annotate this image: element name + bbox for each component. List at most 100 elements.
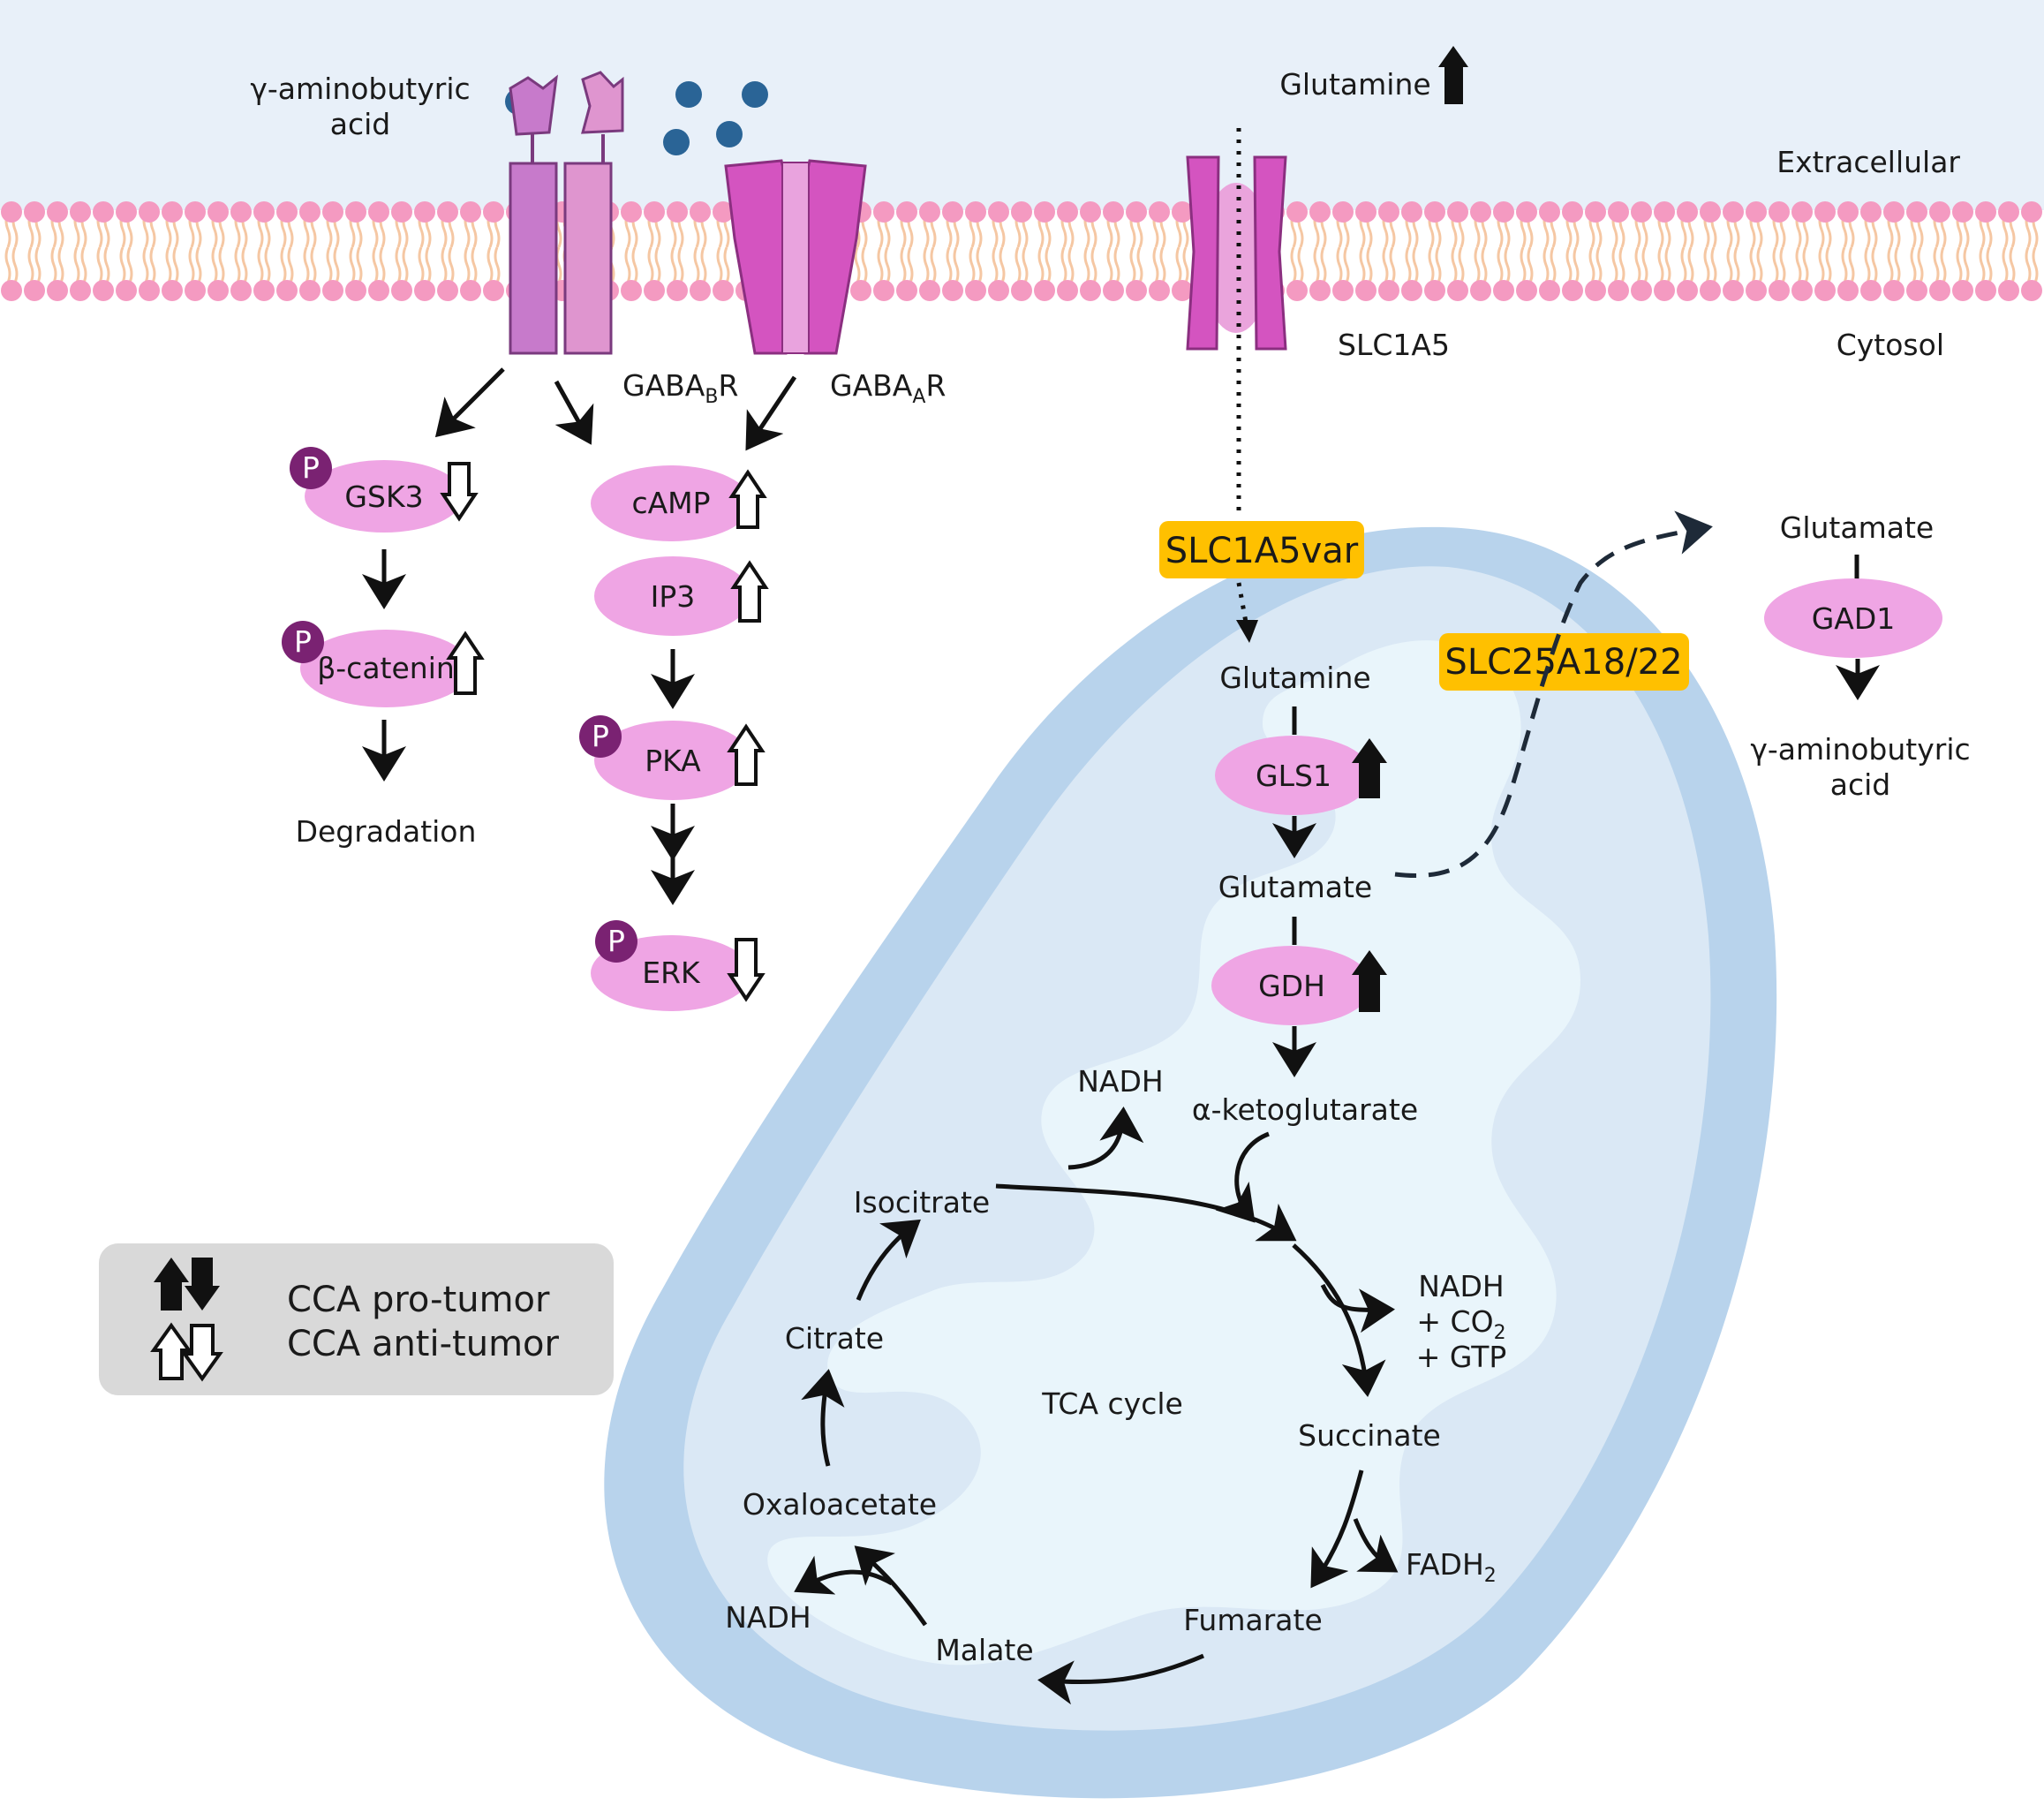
- lipid-head: [1998, 201, 2019, 223]
- lipid-head: [1837, 280, 1859, 301]
- lipid-head: [1998, 280, 2019, 301]
- lipid-head: [1975, 201, 1996, 223]
- lipid-head: [414, 280, 435, 301]
- nadh-left-label: NADH: [725, 1600, 811, 1635]
- lipid-head: [230, 280, 252, 301]
- malate-label: Malate: [935, 1633, 1033, 1667]
- tca-cycle-label: TCA cycle: [1041, 1386, 1183, 1421]
- nadh-right-line1: NADH: [1418, 1269, 1505, 1303]
- tca-cycle-arrows: [794, 1107, 1399, 1705]
- lipid-head: [207, 280, 229, 301]
- lipid-head: [460, 201, 481, 223]
- gls1-label: GLS1: [1256, 759, 1331, 793]
- lipid-head: [988, 280, 1009, 301]
- lipid-head: [2021, 201, 2042, 223]
- lipid-head: [24, 201, 45, 223]
- lipid-head: [942, 280, 963, 301]
- lipid-head: [1378, 280, 1399, 301]
- oxaloacetate-label: Oxaloacetate: [743, 1487, 937, 1522]
- glutamine-import-arrowhead: [1236, 620, 1258, 643]
- lipid-head: [1172, 280, 1193, 301]
- lipid-head: [1011, 201, 1032, 223]
- gdh-node: GDH: [1211, 946, 1372, 1025]
- lipid-head: [1493, 201, 1514, 223]
- lipid-head: [1746, 280, 1767, 301]
- lipid-head: [873, 201, 894, 223]
- lipid-head: [1149, 280, 1170, 301]
- lipid-head: [93, 280, 114, 301]
- legend-pro-tumor-label: CCA pro-tumor: [287, 1280, 550, 1320]
- gabab-pathway-arrows: [362, 367, 594, 782]
- extracellular-glutamine-label: Glutamine: [1279, 67, 1430, 102]
- mitochondrion: [604, 526, 1777, 1799]
- lipid-head: [1309, 201, 1331, 223]
- lipid-head: [1769, 280, 1790, 301]
- lipid-head: [1126, 201, 1147, 223]
- lipid-head: [368, 201, 389, 223]
- phospho-label: P: [302, 450, 320, 485]
- gad1-node: GAD1: [1764, 578, 1942, 658]
- slc1a5-transporter: SLC1A5: [1186, 155, 1450, 362]
- lipid-head: [1929, 201, 1950, 223]
- lipid-head: [1654, 201, 1675, 223]
- lipid-head: [1034, 280, 1055, 301]
- lipid-head: [1355, 280, 1376, 301]
- glutamine-import-dotted: [1236, 582, 1249, 628]
- lipid-head: [621, 280, 642, 301]
- glutamine-up-arrow: [1438, 46, 1468, 104]
- degradation-label: Degradation: [296, 814, 477, 849]
- erk-label: ERK: [642, 956, 701, 990]
- lipid-head: [1447, 201, 1468, 223]
- lipid-head: [1470, 280, 1491, 301]
- lipid-head: [1424, 201, 1445, 223]
- lipid-head: [230, 201, 252, 223]
- lipid-head: [965, 201, 986, 223]
- lipid-head: [322, 201, 343, 223]
- lipid-head: [1286, 280, 1308, 301]
- legend-pro-up-icon: [154, 1258, 189, 1311]
- cytosol-glutamate-label: Glutamate: [1780, 510, 1934, 545]
- lipid-head: [1860, 201, 1882, 223]
- gsk3-node: P GSK3: [290, 447, 464, 533]
- lipid-head: [1677, 280, 1698, 301]
- lipid-head: [713, 280, 734, 301]
- lipid-head: [1952, 280, 1973, 301]
- ip3-label: IP3: [651, 579, 696, 614]
- lipid-head: [1860, 280, 1882, 301]
- slc25a18-box: SLC25A18/22: [1439, 633, 1689, 691]
- lipid-head: [1332, 201, 1354, 223]
- ip3-up-hollow-arrow: [730, 560, 769, 623]
- gabaa-pathway-arrows: [651, 375, 797, 905]
- phospho-label: P: [294, 624, 312, 659]
- lipid-head: [1034, 201, 1055, 223]
- lipid-head: [70, 201, 91, 223]
- lipid-head: [1769, 201, 1790, 223]
- lipid-head: [1631, 201, 1652, 223]
- nadh-right-line3: + GTP: [1416, 1340, 1507, 1374]
- beta-catenin-up-hollow-arrow: [446, 631, 485, 695]
- lipid-head: [368, 280, 389, 301]
- lipid-head: [1057, 201, 1078, 223]
- slc1a5-label: SLC1A5: [1338, 328, 1450, 362]
- lipid-head: [437, 201, 458, 223]
- lipid-head: [1126, 280, 1147, 301]
- nadh-top-label: NADH: [1077, 1064, 1164, 1099]
- lipid-head: [93, 201, 114, 223]
- lipid-head: [1837, 201, 1859, 223]
- lipid-head: [276, 201, 298, 223]
- gad1-label: GAD1: [1812, 601, 1896, 636]
- legend-pro-down-icon: [185, 1258, 220, 1311]
- lipid-head: [919, 280, 940, 301]
- lipid-head: [1654, 280, 1675, 301]
- phospho-badge: [595, 920, 637, 963]
- pka-label: PKA: [645, 744, 701, 778]
- lipid-head: [1791, 280, 1813, 301]
- camp-node: cAMP: [591, 465, 751, 541]
- gsk3-down-hollow-arrow: [440, 462, 479, 522]
- lipid-head: [1746, 201, 1767, 223]
- phospho-label: P: [607, 924, 625, 958]
- lipid-head: [690, 201, 711, 223]
- lipid-head: [1080, 280, 1101, 301]
- lipid-head: [116, 201, 137, 223]
- lipid-head: [47, 201, 68, 223]
